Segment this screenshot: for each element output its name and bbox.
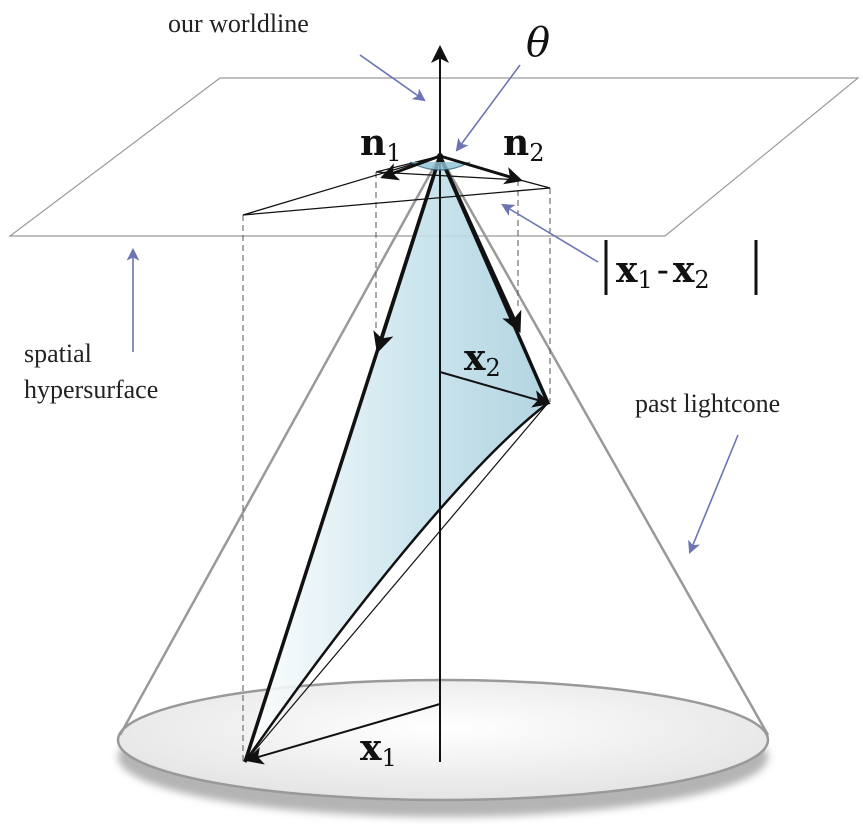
theta-label: θ [526,20,550,66]
x2-main: x [464,337,486,379]
n2-label: n2 [503,122,544,167]
spatial-hypersurface-plane [8,77,860,237]
n1-label: n1 [360,122,401,167]
x1-main: x [360,727,382,769]
direction-vectors [380,154,523,185]
n2-sub: 2 [529,139,544,167]
n1-sub: 1 [386,139,401,167]
hypersurface-label-line1: spatial [24,339,92,368]
hypersurface-label-line2: hypersurface [24,375,158,404]
distance-label: x1-x2 [604,240,758,295]
position-vectors [245,371,551,765]
dist-sub2: 2 [694,266,709,294]
cone-base [116,678,770,817]
worldline-label: our worldline [168,9,309,38]
lightcone-label: past lightcone [635,389,780,418]
projection-lines [242,172,551,762]
observer-point [437,153,443,159]
x1-sub: 1 [381,744,396,772]
past-lightcone-edges [118,155,770,736]
pointer-arrows [126,54,739,554]
x2-sub: 2 [485,354,500,382]
dist-x1: x [616,249,638,291]
dist-minus: - [657,250,669,291]
geodesic-curve [243,402,549,763]
svg-text:x1-x2: x1-x2 [616,249,710,294]
n2-main: n [503,122,529,164]
dist-sub1: 1 [637,266,652,294]
shaded-face [245,156,548,762]
x2-label: x2 [464,337,501,382]
dist-x2: x [673,249,695,291]
x1-label: x1 [360,727,397,772]
n1-main: n [360,122,386,164]
light-rays [243,155,550,763]
